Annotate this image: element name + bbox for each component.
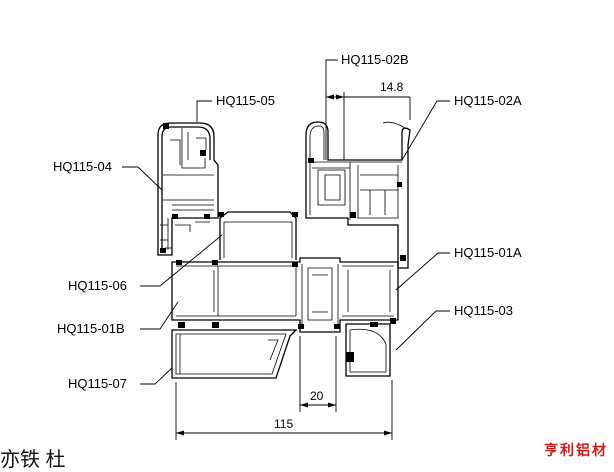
dimension-overall-width: 115 xyxy=(274,417,294,431)
label-hq115-02a: HQ115-02A xyxy=(454,93,522,108)
leader-lines xyxy=(122,59,450,385)
label-hq115-07: HQ115-07 xyxy=(68,376,128,391)
center-top-profile xyxy=(218,211,298,260)
bottom-left-profile xyxy=(171,329,298,379)
dimension-lines xyxy=(175,92,411,440)
label-hq115-01a: HQ115-01A xyxy=(454,245,522,260)
bottom-right-profile xyxy=(345,322,391,377)
dimension-gap: 20 xyxy=(310,389,324,403)
watermark: 亨利铝材 xyxy=(544,443,608,459)
left-sash-profile xyxy=(157,122,219,256)
dimension-top-offset: 14.8 xyxy=(380,80,404,94)
label-hq115-03: HQ115-03 xyxy=(454,303,514,318)
label-hq115-01b: HQ115-01B xyxy=(57,321,125,336)
right-sash-profile xyxy=(305,121,411,269)
label-hq115-02b: HQ115-02B xyxy=(341,52,409,67)
label-hq115-05: HQ115-05 xyxy=(216,93,276,108)
main-frame-profile xyxy=(171,257,399,333)
cropped-caption-text: 亦铁 杜 xyxy=(0,449,66,471)
label-hq115-06: HQ115-06 xyxy=(68,278,128,293)
label-hq115-04: HQ115-04 xyxy=(53,159,113,174)
